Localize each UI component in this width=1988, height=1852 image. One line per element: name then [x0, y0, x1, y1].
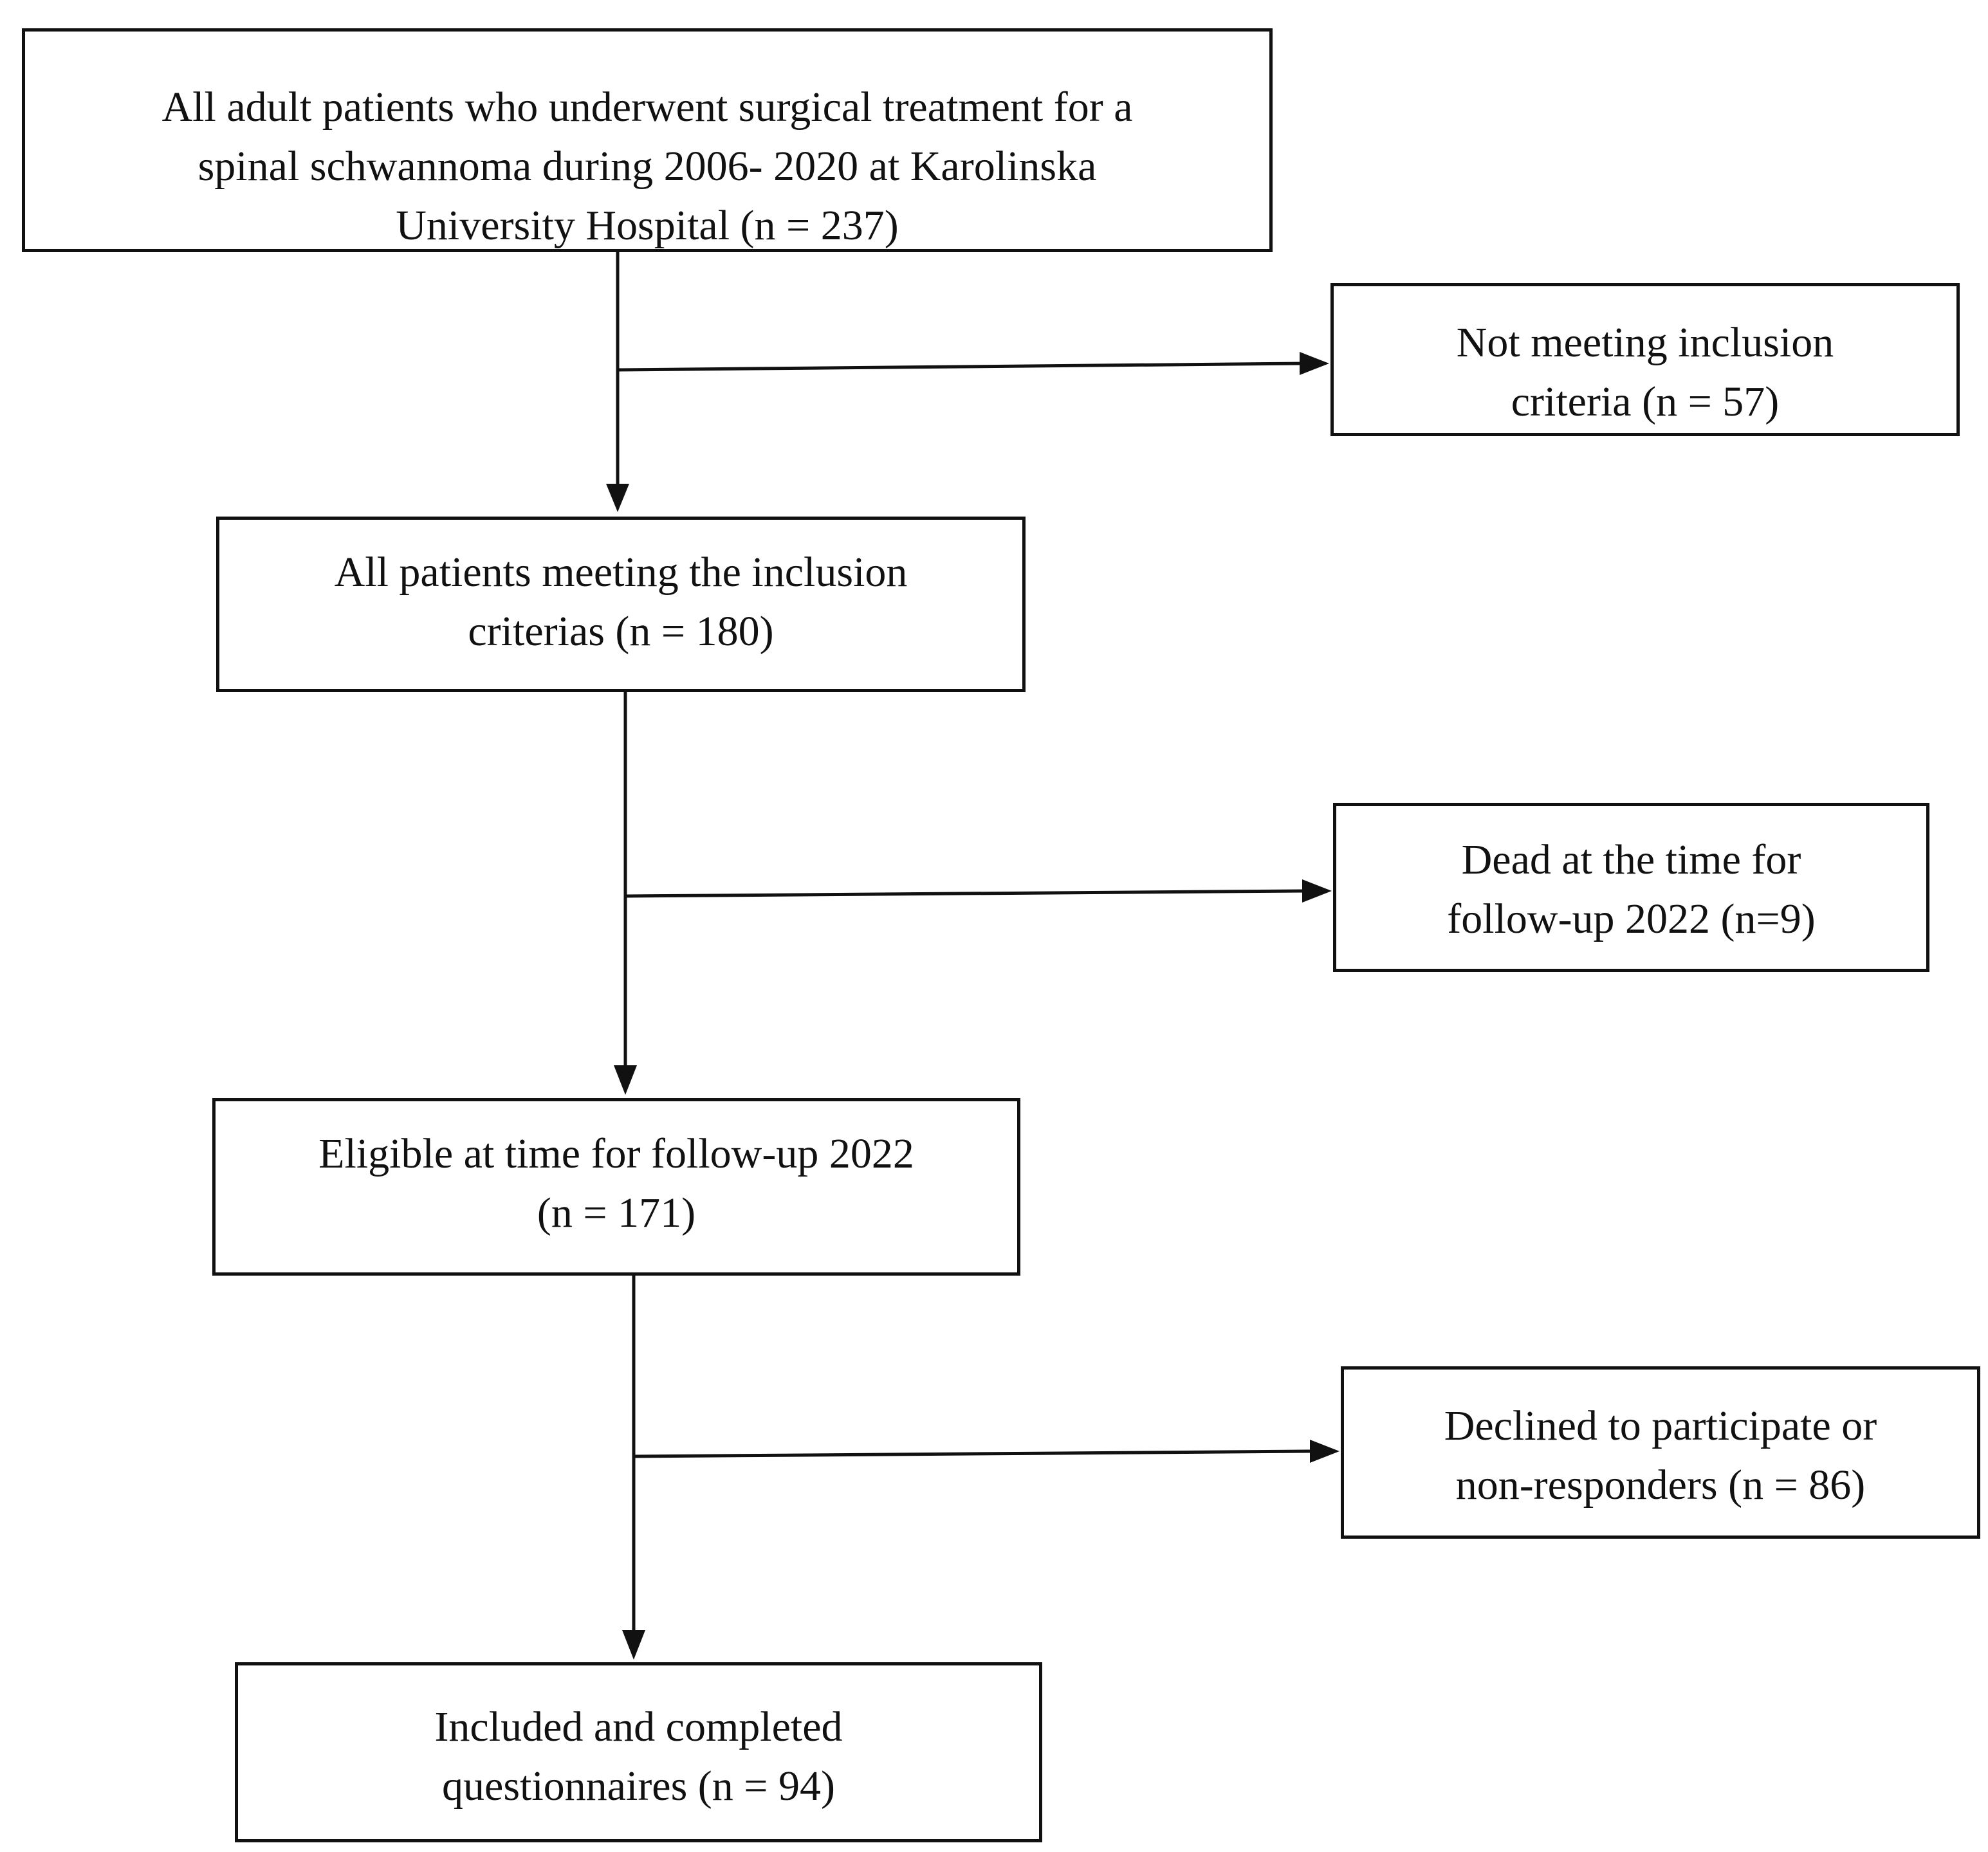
box-all-surgical-patients: All adult patients who underwent surgica…: [22, 28, 1273, 252]
box-included-completed: Included and completed questionnaires (n…: [235, 1662, 1042, 1842]
box-not-meeting-criteria: Not meeting inclusion criteria (n = 57): [1330, 283, 1960, 436]
box-text-line: criteria (n = 57): [1511, 378, 1780, 425]
box-text-line: (n = 171): [537, 1189, 696, 1236]
arrowhead-eligible-to-final: [622, 1630, 645, 1660]
box-text-line: criterias (n = 180): [468, 608, 774, 655]
box-meeting-criteria: All patients meeting the inclusion crite…: [216, 517, 1026, 692]
box-eligible-follow-up: Eligible at time for follow-up 2022 (n =…: [212, 1098, 1020, 1276]
box-text-line: Declined to participate or: [1444, 1402, 1877, 1449]
arrowhead-included-to-eligible: [614, 1065, 637, 1095]
arrowhead-exclusion-3: [1310, 1440, 1339, 1463]
box-text-line: non-responders (n = 86): [1455, 1462, 1866, 1508]
connector-branch-exclusion-1: [617, 362, 1303, 372]
box-text-line: University Hospital (n = 237): [396, 202, 899, 249]
arrowhead-exclusion-1: [1300, 352, 1329, 375]
box-text-line: Included and completed: [434, 1703, 843, 1750]
arrowhead-total-to-included: [606, 484, 629, 512]
box-text-line: spinal schwannoma during 2006- 2020 at K…: [198, 143, 1097, 190]
box-declined-non-responders: Declined to participate or non-responder…: [1341, 1366, 1980, 1539]
box-text-line: questionnaires (n = 94): [442, 1763, 835, 1810]
connector-branch-exclusion-2: [625, 889, 1305, 898]
box-text-line: All patients meeting the inclusion: [334, 549, 908, 596]
box-dead-at-follow-up: Dead at the time for follow-up 2022 (n=9…: [1333, 803, 1929, 972]
connector-branch-exclusion-3: [633, 1449, 1313, 1458]
arrowhead-exclusion-2: [1302, 879, 1332, 903]
box-text-line: Eligible at time for follow-up 2022: [318, 1130, 914, 1177]
box-text-line: Dead at the time for: [1461, 836, 1801, 883]
box-text-line: All adult patients who underwent surgica…: [161, 84, 1133, 131]
box-text-line: follow-up 2022 (n=9): [1447, 895, 1816, 942]
box-text-line: Not meeting inclusion: [1456, 319, 1834, 366]
